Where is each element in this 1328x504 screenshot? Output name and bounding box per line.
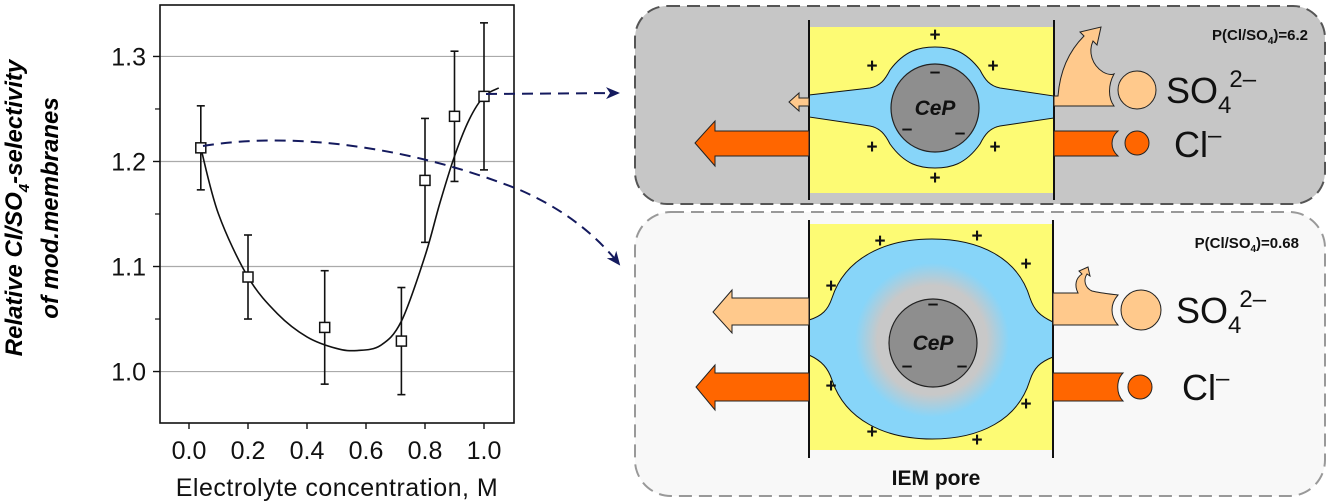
panel-high-selectivity: CeP + + + + + + – – – SO42– Cl– P(Cl/SO4… (634, 5, 1326, 205)
plus-sign: + (971, 430, 982, 451)
plus-sign: + (987, 56, 998, 77)
plus-sign: + (866, 137, 877, 158)
sulfate-ion-label: SO42– (1176, 286, 1267, 339)
chloride-ion (1127, 374, 1153, 400)
plus-sign: + (866, 56, 877, 77)
plus-sign: + (825, 276, 836, 297)
iem-pore-caption: IEM pore (892, 467, 981, 490)
data-point (419, 117, 431, 244)
fixed-charges: + + + + + + + + – – – (825, 226, 1031, 451)
chloride-flux-arrow (694, 119, 810, 168)
x-tick-label: 0.6 (349, 437, 384, 465)
plus-sign: + (971, 226, 982, 247)
minus-sign: – (902, 119, 913, 140)
cep-label: CeP (915, 97, 957, 120)
plus-sign: + (1020, 254, 1031, 275)
permselectivity-label: P(Cl/SO4)=6.2 (1212, 27, 1308, 47)
data-point (318, 269, 331, 385)
point-marker (395, 335, 408, 347)
plus-sign: + (1020, 394, 1031, 415)
x-tick-label: 0.8 (408, 437, 443, 465)
x-tick-label: 0.4 (290, 437, 325, 465)
data-point (478, 22, 490, 171)
sulfate-ion (1120, 289, 1162, 331)
link-arrow-high (485, 87, 620, 100)
cep-particle (890, 63, 980, 153)
y-tick-label: 1.1 (111, 254, 146, 282)
x-tick-label: 1.0 (467, 437, 502, 465)
x-axis-label: Electrolyte concentration, M (176, 474, 498, 502)
x-tick-label: 0.0 (172, 437, 207, 465)
plus-sign: + (874, 231, 885, 252)
cep-label: CeP (913, 332, 955, 355)
point-marker (242, 271, 254, 283)
minus-sign: – (928, 294, 939, 315)
y-axis-label-line2: of mod.membranes (37, 97, 64, 318)
plus-sign: + (989, 137, 1000, 158)
y-tick-label: 1.0 (111, 359, 146, 387)
plus-sign: + (825, 376, 836, 397)
sulfate-rejection-arrow (1053, 26, 1116, 107)
chloride-inflow-bar (1053, 130, 1120, 157)
x-axis-ticks: 0.0 0.2 0.4 0.6 0.8 1.0 (172, 423, 502, 465)
point-marker (195, 142, 207, 154)
chloride-ion (1124, 130, 1150, 156)
panel-low-selectivity: CeP + + + + + + + + – – – SO42– Cl– P(Cl… (634, 211, 1326, 497)
point-marker (318, 321, 331, 334)
y-axis-label: Relative Cl/SO4-selectivity of mod.membr… (1, 58, 64, 356)
point-marker (448, 110, 461, 123)
minus-sign: – (902, 356, 913, 377)
x-tick-label: 0.2 (231, 437, 266, 465)
data-point (195, 105, 207, 191)
cep-particle (888, 298, 978, 388)
plus-sign: + (929, 168, 940, 189)
minus-sign: – (957, 356, 968, 377)
data-point (448, 50, 461, 183)
chloride-inflow-bar (1052, 372, 1125, 402)
selectivity-chart: 1.0 1.1 1.2 1.3 0.0 0.2 0.4 0.6 0.8 1.0 Electrol… (1, 4, 515, 502)
y-axis-ticks: 1.0 1.1 1.2 1.3 (111, 43, 160, 387)
plus-sign: + (866, 422, 877, 443)
sulfate-ion-label: SO42– (1166, 66, 1257, 119)
y-tick-label: 1.2 (111, 148, 146, 176)
plus-sign: + (929, 25, 940, 46)
permselectivity-label: P(Cl/SO4)=0.68 (1195, 235, 1299, 255)
sulfate-inflow-bar (1052, 266, 1120, 326)
plot-frame (159, 4, 515, 424)
point-marker (478, 90, 490, 103)
chloride-ion-label: Cl– (1182, 365, 1230, 408)
y-tick-label: 1.3 (111, 43, 146, 71)
chloride-flux-arrow (695, 363, 810, 412)
fixed-charges: + + + + + + – – – (866, 25, 1000, 189)
sulfate-flux-arrow (712, 288, 810, 335)
data-points (195, 22, 490, 396)
data-point (395, 286, 408, 396)
minus-sign: – (955, 123, 966, 144)
y-axis-label-line1: Relative Cl/SO4-selectivity (1, 58, 33, 356)
sulfate-ion (1117, 70, 1157, 110)
gridlines (160, 55, 514, 373)
data-point (242, 234, 254, 320)
link-arrow-low (202, 139, 621, 266)
chloride-ion-label: Cl– (1174, 122, 1222, 165)
minus-sign: – (930, 62, 941, 83)
sulfate-flux-arrow (788, 91, 810, 113)
point-marker (419, 174, 431, 187)
